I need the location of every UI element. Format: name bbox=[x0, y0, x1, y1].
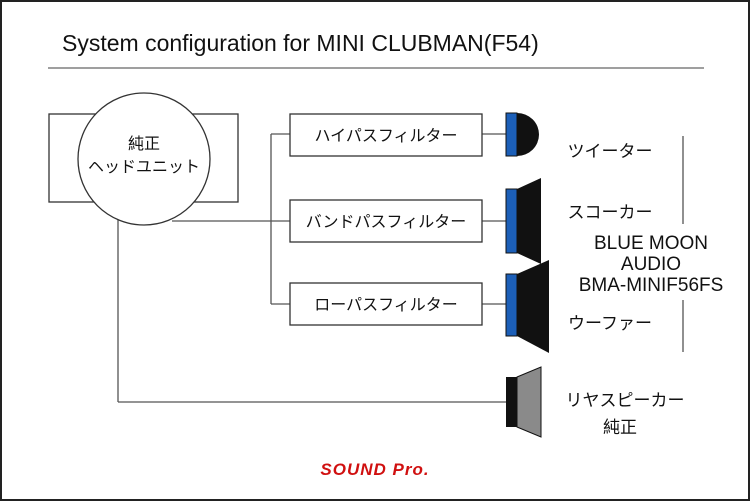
woofer-speaker-icon bbox=[505, 260, 549, 353]
woofer-label: ウーファー bbox=[568, 314, 652, 334]
rear-speaker-label: リヤスピーカー bbox=[566, 391, 685, 411]
tweeter-speaker-icon bbox=[505, 112, 539, 157]
product-brand-line-1: BLUE MOON bbox=[594, 233, 708, 254]
head-unit-circle bbox=[77, 92, 211, 226]
high-pass-filter-box bbox=[289, 113, 483, 157]
high-pass-filter-label: ハイパスフィルター bbox=[314, 126, 457, 145]
sound-pro-logo: SOUND Pro. bbox=[320, 460, 429, 479]
rear-speaker-icon bbox=[506, 366, 542, 438]
squawker-label: スコーカー bbox=[568, 203, 653, 223]
head-unit-label-1: 純正 bbox=[128, 134, 160, 153]
squawker-speaker-icon bbox=[505, 178, 541, 264]
rear-speaker-sublabel: 純正 bbox=[603, 418, 637, 438]
low-pass-filter-label: ローパスフィルター bbox=[314, 295, 458, 314]
page-title: System configuration for MINI CLUBMAN(F5… bbox=[62, 30, 539, 56]
product-brand-line-2: AUDIO bbox=[621, 254, 681, 275]
signal-lines bbox=[117, 133, 506, 403]
head-unit: 純正 ヘッドユニット bbox=[48, 92, 239, 226]
low-pass-filter-box bbox=[289, 282, 483, 326]
tweeter-label: ツイーター bbox=[568, 142, 653, 162]
high-pass-filter: ハイパスフィルター bbox=[289, 113, 483, 157]
band-pass-filter-box bbox=[289, 199, 483, 243]
band-pass-filter: バンドパスフィルター bbox=[289, 199, 483, 243]
band-pass-filter-label: バンドパスフィルター bbox=[306, 212, 466, 231]
head-unit-label-2: ヘッドユニット bbox=[88, 157, 200, 176]
product-model: BMA-MINIF56FS bbox=[579, 275, 724, 296]
low-pass-filter: ローパスフィルター bbox=[289, 282, 483, 326]
